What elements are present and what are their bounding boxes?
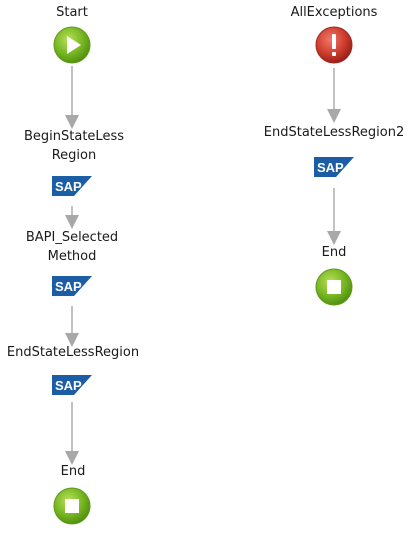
svg-text:SAP: SAP <box>317 160 344 175</box>
exclamation-icon <box>315 26 353 64</box>
svg-text:SAP: SAP <box>55 279 82 294</box>
svg-text:SAP: SAP <box>55 179 82 194</box>
stop-icon <box>53 487 91 525</box>
bapi-node[interactable]: SAP <box>52 276 92 296</box>
bapi-label-line2: Method <box>47 249 97 264</box>
svg-text:SAP: SAP <box>55 378 82 393</box>
stop-icon <box>315 268 353 306</box>
begin-region-label-line1: BeginStateLess <box>24 129 124 144</box>
begin-region-label-line2: Region <box>51 148 97 163</box>
start-label: Start <box>56 5 88 20</box>
bapi-label-line1: BAPI_Selected <box>25 230 119 245</box>
end-region2-label: EndStateLessRegion2 <box>263 125 405 140</box>
end-label-left: End <box>60 464 86 479</box>
begin-region-label: BeginStateLess Region <box>24 127 124 165</box>
begin-region-node[interactable]: SAP <box>52 176 92 196</box>
end-region-node[interactable]: SAP <box>52 375 92 395</box>
bapi-label: BAPI_Selected Method <box>26 228 118 266</box>
end-node-right[interactable] <box>315 268 355 308</box>
end-node-left[interactable] <box>53 487 93 527</box>
exceptions-label: AllExceptions <box>290 5 378 20</box>
sap-logo-icon: SAP <box>314 157 354 177</box>
exceptions-node[interactable] <box>315 26 355 66</box>
start-node[interactable] <box>53 26 93 66</box>
end-region2-node[interactable]: SAP <box>314 157 354 177</box>
end-region-label: EndStateLessRegion <box>6 345 140 360</box>
sap-logo-icon: SAP <box>52 176 92 196</box>
end-label-right: End <box>321 245 347 260</box>
sap-logo-icon: SAP <box>52 276 92 296</box>
sap-logo-icon: SAP <box>52 375 92 395</box>
play-icon <box>53 26 91 64</box>
